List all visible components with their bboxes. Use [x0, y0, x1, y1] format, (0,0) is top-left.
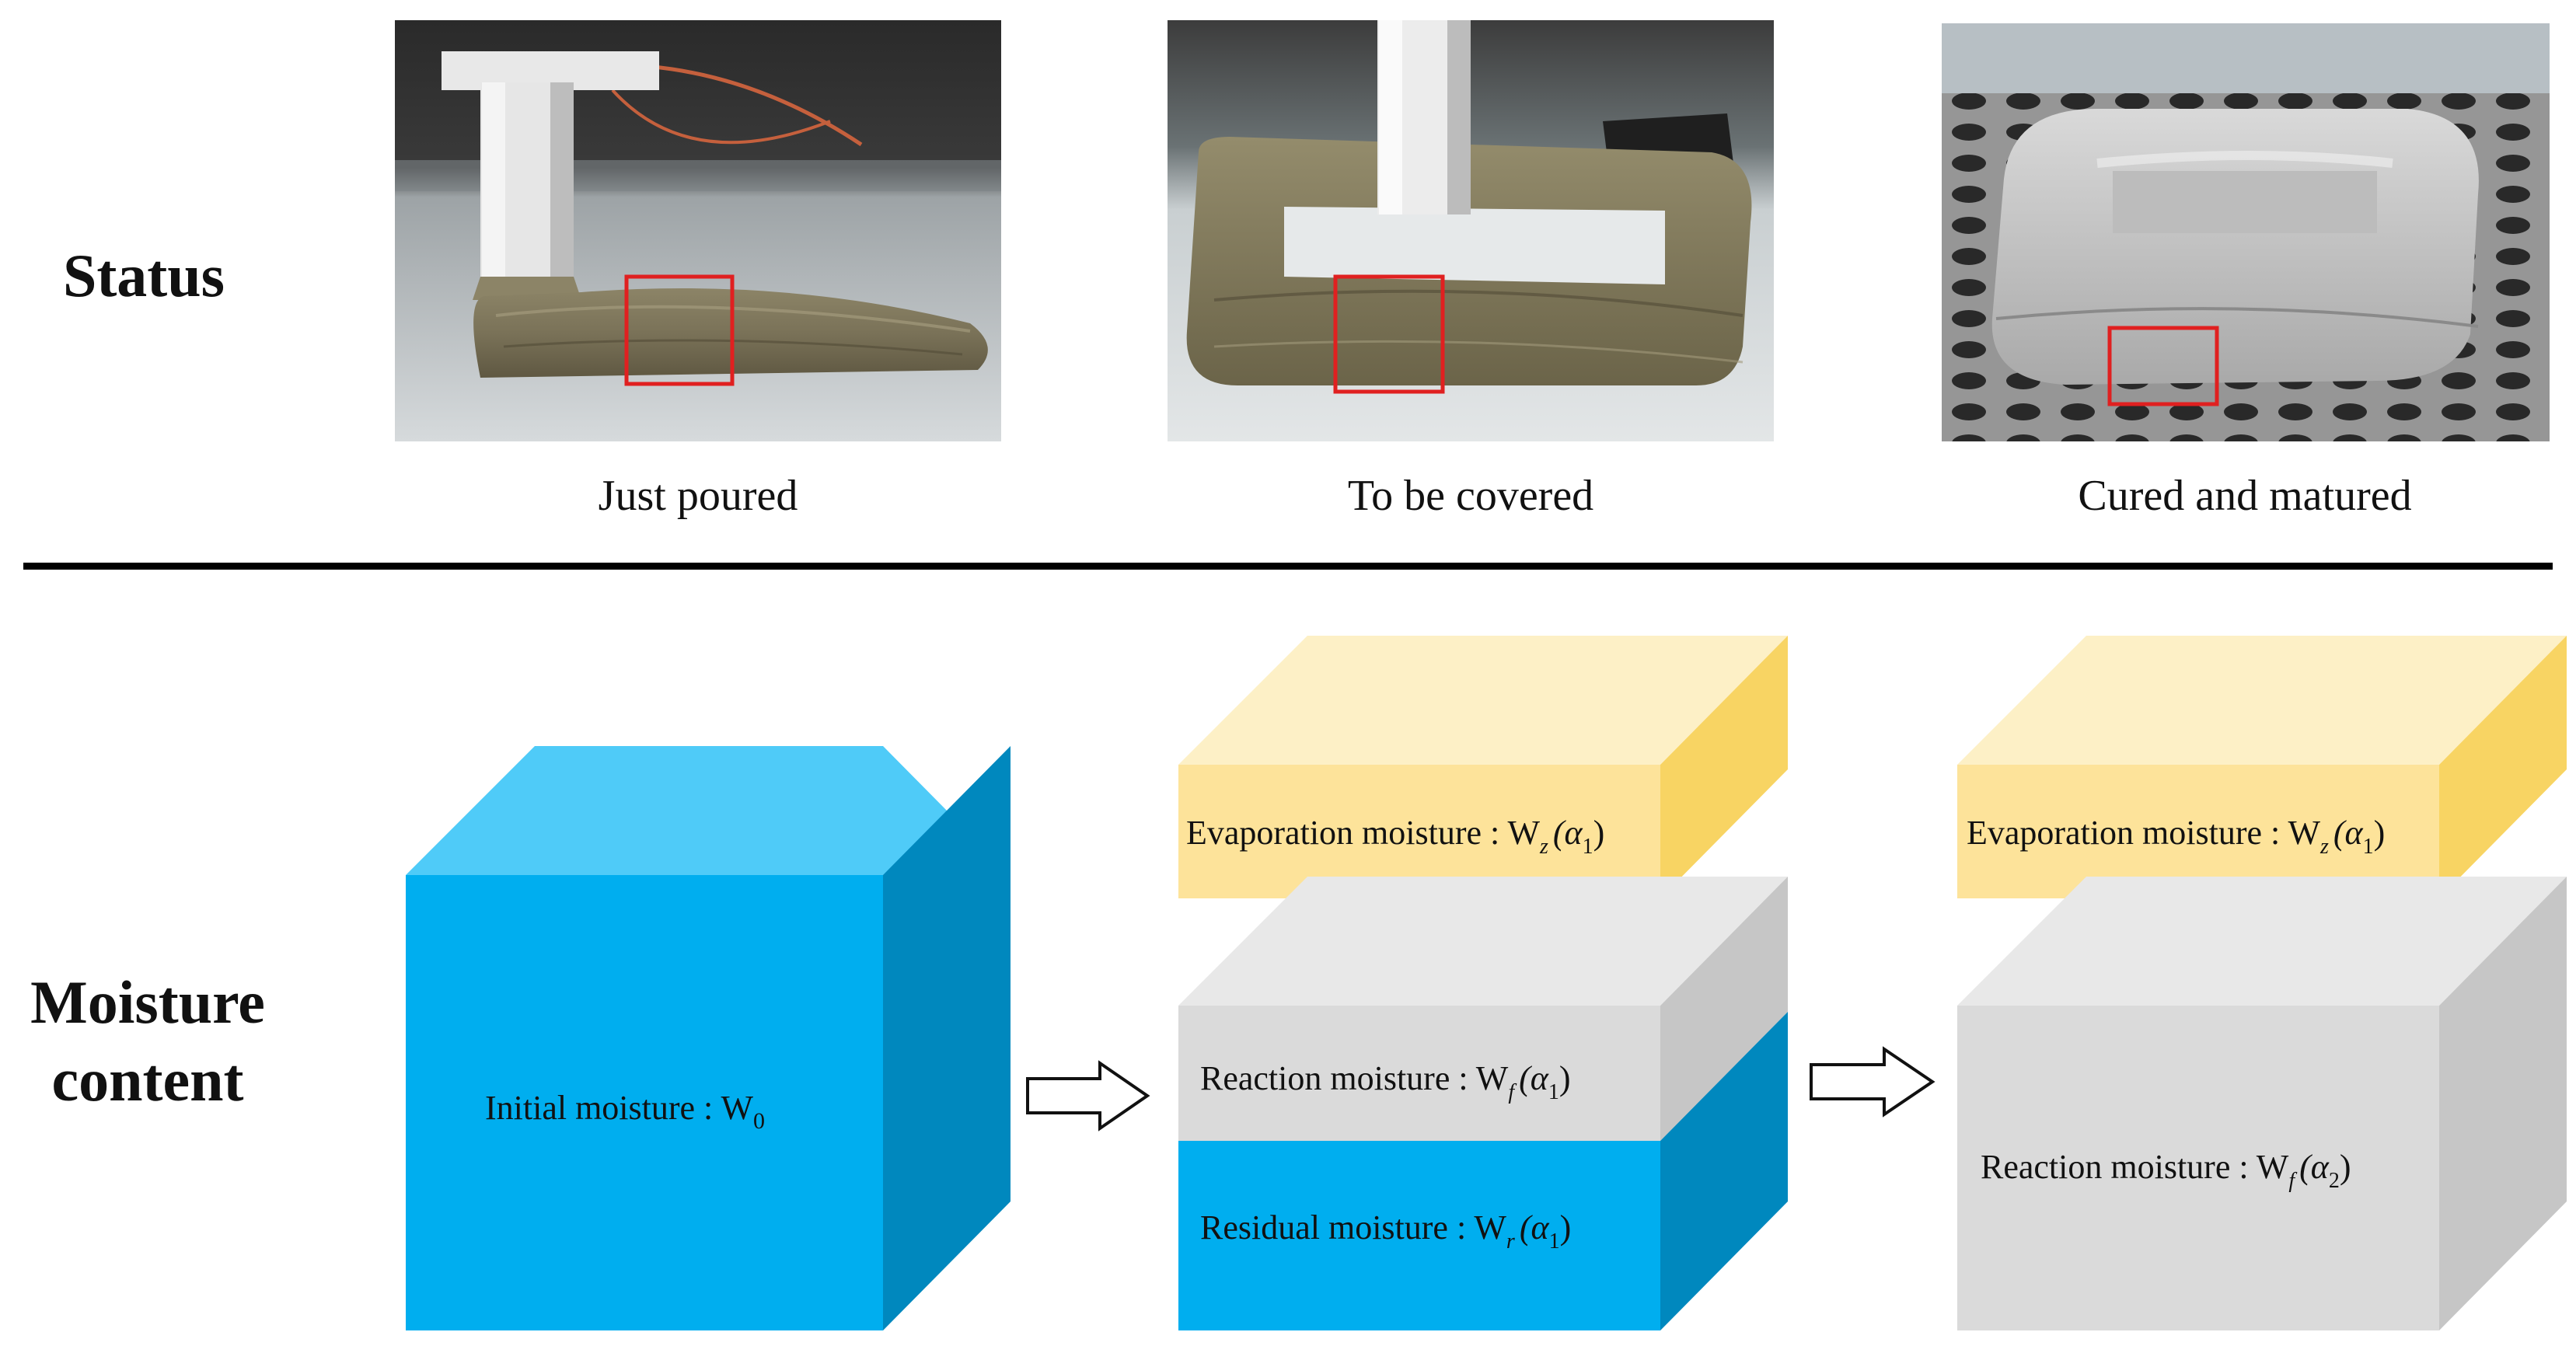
stage1-evaporation-label: Evaporation moisture : Wz(α1)	[1186, 814, 1604, 859]
block-top-face	[1957, 877, 2567, 1006]
moisture-row-label: Moisture content	[8, 964, 288, 1119]
slab-front-face	[1178, 765, 1660, 898]
caption-just-poured: Just poured	[598, 472, 798, 520]
section-divider	[23, 563, 2553, 570]
reaction-side-face	[1660, 877, 1788, 1141]
slab-side-face	[1660, 636, 1788, 898]
stage2-reaction-label: Reaction moisture : Wf(α2)	[1981, 1148, 2351, 1193]
residual-front-face	[1178, 1141, 1660, 1330]
caption-cured-and-matured: Cured and matured	[2078, 472, 2412, 520]
highlight-box	[624, 274, 735, 386]
initial-moisture-cube: Initial moisture : W0	[406, 746, 1011, 1330]
reaction-front-face	[1178, 1006, 1660, 1141]
residual-side-face	[1660, 1012, 1788, 1330]
caption-to-be-covered: To be covered	[1347, 472, 1594, 520]
arrow-right-icon	[1810, 1046, 1935, 1118]
moisture-label-line2: content	[51, 1045, 244, 1114]
stage1-residual-label: Residual moisture : Wr(α1)	[1200, 1208, 1571, 1254]
stage2-reaction-block: Reaction moisture : Wf(α2)	[1957, 877, 2567, 1330]
slab-top-face	[1957, 636, 2567, 765]
stage1-reaction-label: Reaction moisture : Wf(α1)	[1200, 1059, 1571, 1104]
stage1-evaporation-slab: Evaporation moisture : Wz(α1)	[1178, 636, 1788, 898]
slab-side-face	[2439, 636, 2567, 898]
block-front-face	[1957, 1006, 2439, 1330]
arrow-right-icon	[1026, 1060, 1150, 1132]
photo-just-poured	[395, 20, 1001, 441]
highlight-box	[1333, 274, 1445, 394]
cube-side-face	[883, 746, 1011, 1330]
slab-top-face	[1178, 636, 1788, 765]
initial-moisture-label: Initial moisture : W0	[485, 1089, 765, 1134]
stage2-evaporation-slab: Evaporation moisture : Wz(α1)	[1957, 636, 2567, 898]
highlight-box	[2107, 326, 2219, 406]
photo-to-be-covered	[1168, 20, 1774, 441]
cube-front-face	[406, 875, 883, 1330]
block-side-face	[2439, 877, 2567, 1330]
stage1-reaction-residual-block: Reaction moisture : Wf(α1) Residual mois…	[1178, 877, 1788, 1330]
status-row-label: Status	[62, 242, 225, 309]
photo-cured-and-matured	[1942, 23, 2550, 441]
stage2-evaporation-label: Evaporation moisture : Wz(α1)	[1967, 814, 2385, 859]
slab-front-face	[1957, 765, 2439, 898]
block-top-face	[1178, 877, 1788, 1006]
cube-top-face	[406, 746, 1011, 875]
moisture-label-line1: Moisture	[30, 968, 265, 1036]
